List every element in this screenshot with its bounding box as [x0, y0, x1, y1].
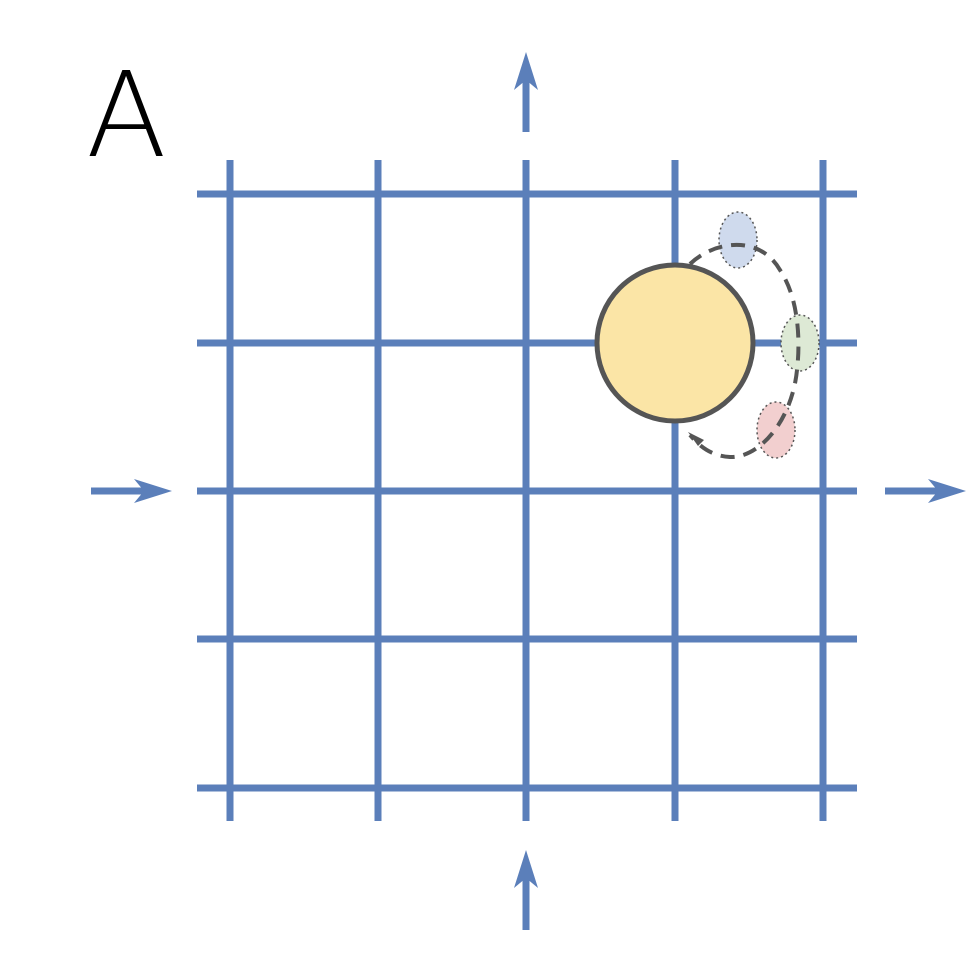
large-circle — [594, 262, 756, 424]
orbit-path — [688, 243, 801, 460]
small-circle-green — [780, 314, 820, 372]
arrow-left — [91, 479, 172, 503]
orbit-dashed-arc — [688, 243, 801, 460]
grid — [197, 160, 857, 821]
small-circle-red — [756, 401, 796, 459]
arrow-top — [514, 52, 538, 132]
arrow-bottom — [514, 850, 538, 930]
small-circle-blue — [718, 211, 758, 269]
orbit-arrowhead — [688, 432, 704, 446]
panel-label: A — [86, 46, 167, 184]
arrow-right — [885, 479, 966, 503]
flow-arrows — [91, 52, 966, 930]
